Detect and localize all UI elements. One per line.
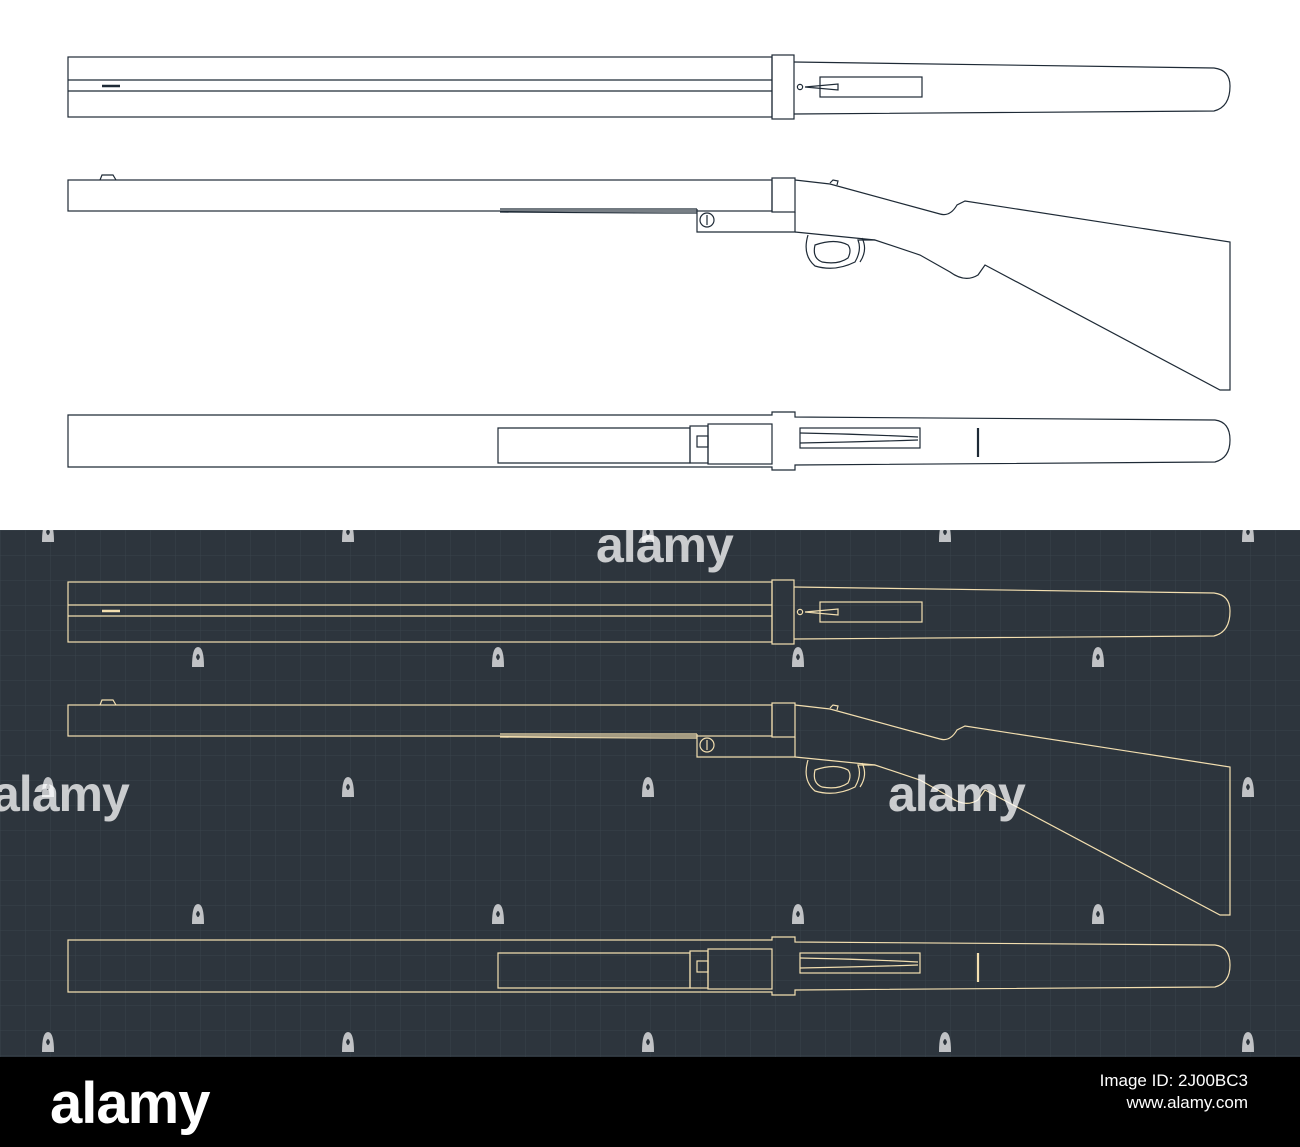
footer-url: www.alamy.com — [1126, 1093, 1248, 1112]
watermark-icon — [939, 530, 951, 542]
watermark-icon — [192, 647, 204, 667]
light-blueprint-panel — [0, 0, 1300, 530]
shotgun-drawing-dark — [67, 579, 1231, 996]
watermark-icon — [939, 1032, 951, 1052]
watermark-icon — [342, 1032, 354, 1052]
footer-bar — [0, 1057, 1300, 1147]
bottom-view — [67, 936, 1231, 996]
watermark-icon — [1092, 647, 1104, 667]
watermark-icon — [192, 904, 204, 924]
watermark-icons — [42, 530, 1254, 1052]
watermark-icon — [342, 777, 354, 797]
dark-blueprint-panel: alamy alamy alamy — [0, 530, 1300, 1057]
watermark-icon — [1242, 1032, 1254, 1052]
watermark-icon — [42, 777, 54, 797]
bottom-view — [67, 411, 1231, 471]
watermark-icon — [492, 647, 504, 667]
watermark-icon — [342, 530, 354, 542]
watermark-icon — [1242, 530, 1254, 542]
shotgun-drawing-light — [67, 54, 1231, 471]
watermark-icon — [492, 904, 504, 924]
watermark-icon — [792, 647, 804, 667]
top-view — [67, 579, 1231, 645]
watermark-icon — [1242, 777, 1254, 797]
footer-image-id: Image ID: 2J00BC3 — [1099, 1071, 1248, 1090]
watermark-icon — [642, 777, 654, 797]
watermark-icon — [642, 530, 654, 542]
dark-drawing — [0, 530, 1300, 1057]
side-view — [67, 699, 1231, 916]
watermark-text: alamy — [596, 530, 734, 573]
watermark-icon — [42, 530, 54, 542]
footer-image-info: Image ID: 2J00BC3 www.alamy.com — [1100, 1070, 1248, 1114]
footer-logo: alamy — [50, 1071, 210, 1136]
side-view — [67, 174, 1231, 391]
light-drawing — [67, 54, 1231, 471]
watermark-icon — [42, 1032, 54, 1052]
top-view — [67, 54, 1231, 120]
watermark-text: alamy — [0, 766, 130, 822]
watermark-text: alamy — [888, 766, 1026, 822]
watermark-icon — [792, 904, 804, 924]
watermark-icon — [642, 1032, 654, 1052]
watermark-icon — [1092, 904, 1104, 924]
